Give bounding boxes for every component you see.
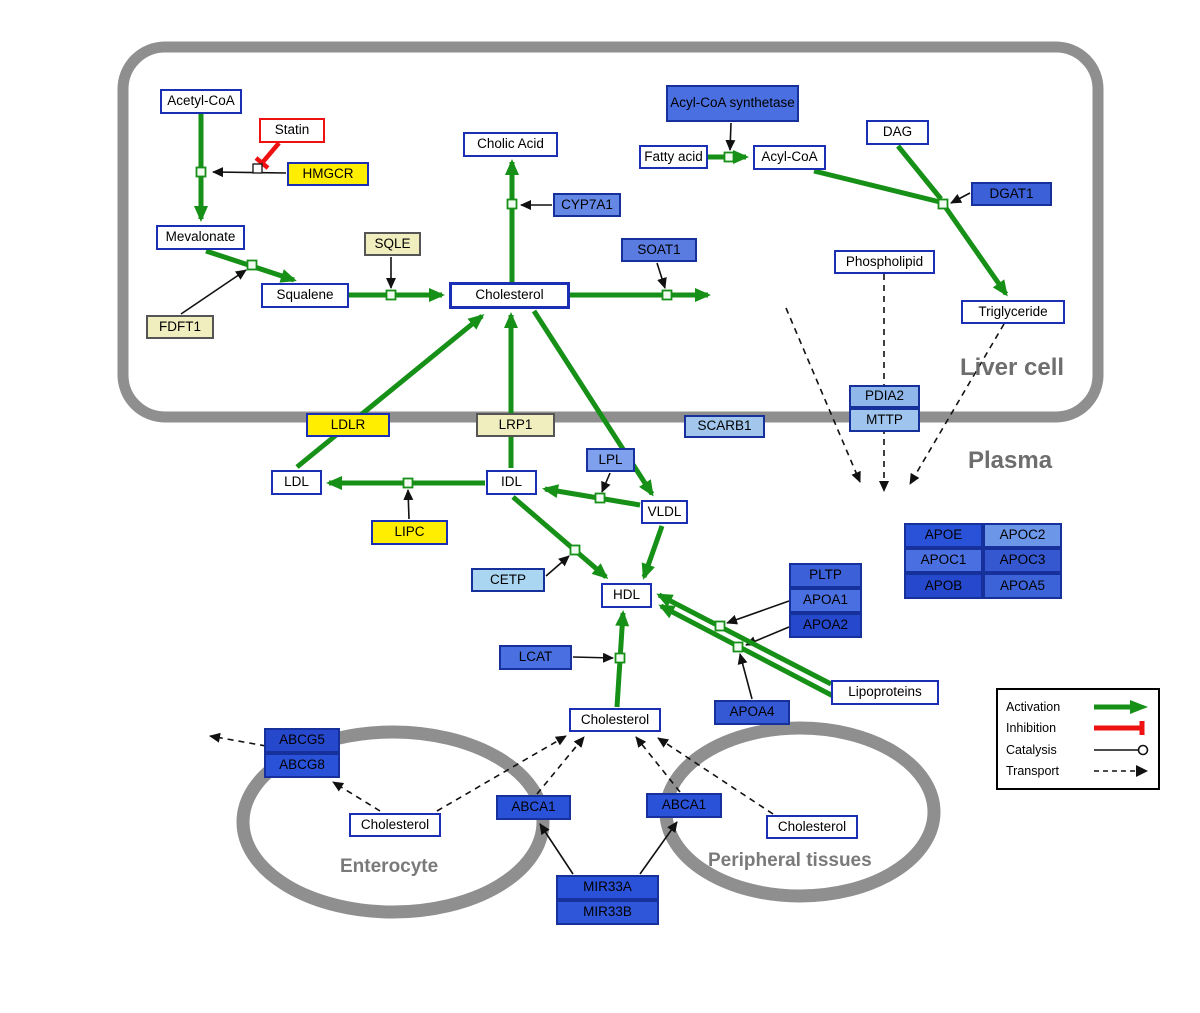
catalysis-edges [180, 122, 971, 875]
edge-abca1right-to-cholesterol [635, 736, 681, 793]
edge-acylcoasynthetase-catalysis [725, 122, 736, 151]
edge-dgatnode-triglyceride [943, 206, 1009, 297]
edge-ldl-cholesterol [295, 314, 485, 469]
edge-cholesterol-to-abcg [332, 781, 381, 812]
inhibition-bar-icon [1094, 721, 1145, 736]
activation-arrow-icon [1094, 699, 1148, 714]
edge-idl-hdl [511, 495, 609, 579]
edge-vldl-hdl [641, 525, 665, 580]
legend-catalysis-label: Catalysis [1006, 742, 1057, 757]
legend-inhibition-label: Inhibition [1006, 721, 1057, 736]
edge-enterocyte-cholesterol-to-plasma [436, 735, 567, 812]
edge-apoa4-catalysis [737, 653, 753, 700]
plasma-label: Plasma [968, 447, 1053, 474]
edge-lipc-catalysis [403, 489, 414, 520]
catalysis-circle-icon [1094, 744, 1149, 756]
inhibition-tbar [254, 156, 270, 170]
transport-dashed-arrow-icon [1094, 765, 1148, 778]
edge-lipoproteins-hdl-lower [658, 603, 837, 700]
legend-row-catalysis: Catalysis [1006, 739, 1150, 760]
legend-transport-label: Transport [1006, 764, 1060, 779]
edge-vldl-idl [542, 484, 641, 508]
liver-cell-compartment [117, 41, 1104, 423]
enterocyte-compartment [236, 725, 550, 919]
liver-cell-label: Liver cell [960, 354, 1065, 381]
edge-abcg-export [209, 732, 267, 747]
peripheral-tissues-label: Peripheral tissues [708, 850, 872, 871]
edge-triglyceride-plasma [909, 323, 1005, 485]
legend-activation-label: Activation [1006, 699, 1061, 714]
edge-dag-dgatnode [896, 144, 943, 201]
inhibition-edge-statin [254, 141, 281, 170]
edge-abca1left-to-cholesterol [536, 736, 585, 795]
edge-fdft1-catalysis [180, 269, 247, 315]
transport-edges [209, 274, 1005, 815]
edge-apoa1-catalysis [726, 600, 790, 625]
edge-mir33-abca1right [639, 821, 678, 875]
edge-cholesterolester-plasma [785, 307, 861, 483]
legend-row-inhibition: Inhibition [1006, 718, 1150, 739]
edge-mir33-abca1left [539, 823, 574, 875]
edge-lipoproteins-hdl-upper [656, 592, 833, 687]
edge-cetp-catalysis [545, 555, 570, 577]
edge-lpl-catalysis [601, 472, 611, 493]
legend-row-activation: Activation [1006, 696, 1150, 717]
edge-lcat-catalysis [572, 652, 614, 663]
edge-dgat1-catalysis [950, 192, 971, 204]
inhibition-target-square [252, 163, 263, 174]
enterocyte-label: Enterocyte [340, 856, 439, 877]
edge-soat1-catalysis [656, 262, 667, 289]
edge-peripheral-cholesterol-to-plasma [657, 737, 774, 815]
legend: Activation Inhibition Catalysis Transpor… [996, 688, 1160, 790]
edge-acylcoa-dgatnode [813, 168, 941, 205]
legend-row-transport: Transport [1006, 761, 1150, 782]
edge-hmgcr-catalysis [212, 167, 287, 178]
reaction-nodes [195, 151, 949, 664]
